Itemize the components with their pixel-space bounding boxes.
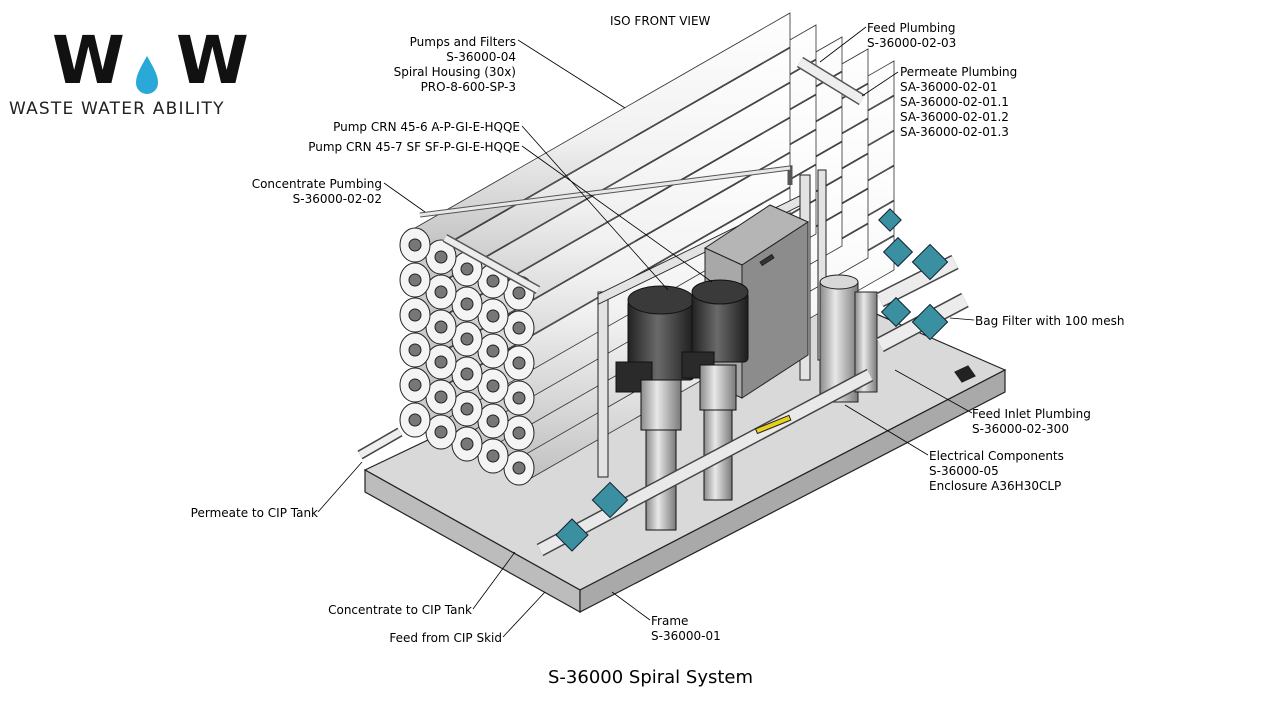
end-cap-port (512, 321, 526, 335)
permeate-to-cip-pipe (357, 427, 403, 460)
end-cap-port (486, 344, 500, 358)
end-cap-port (512, 286, 526, 300)
valve-icon (882, 236, 914, 268)
callout-permeate-to-cip: Permeate to CIP Tank (190, 506, 318, 520)
end-cap-port (434, 390, 448, 404)
end-cap-port (512, 356, 526, 370)
end-cap-port (434, 320, 448, 334)
valves (555, 208, 949, 552)
view-title: ISO FRONT VIEW (610, 14, 711, 28)
valve-icon (911, 303, 949, 341)
end-cap-port (408, 343, 422, 357)
pump-1 (615, 285, 695, 531)
valve-icon (591, 481, 629, 519)
end-cap-port (486, 274, 500, 288)
leader-lines (317, 26, 975, 638)
end-cap-port (434, 355, 448, 369)
end-cap-port (486, 309, 500, 323)
end-cap-port (486, 379, 500, 393)
end-cap-port (408, 273, 422, 287)
end-cap-port (408, 413, 422, 427)
feed-plumbing (796, 56, 866, 106)
end-cap-port (486, 449, 500, 463)
end-cap-port (408, 308, 422, 322)
valve-icon (878, 208, 902, 232)
concentrate-pipe (419, 165, 793, 294)
end-cap-port (434, 250, 448, 264)
callout-bag-filter: Bag Filter with 100 mesh (975, 314, 1125, 328)
logo-text: WASTE WATER ABILITY (9, 99, 225, 119)
drawing-caption: S-36000 Spiral System (548, 667, 754, 688)
end-cap-port (512, 461, 526, 475)
end-cap-port (408, 238, 422, 252)
svg-text:W: W (52, 28, 125, 99)
end-cap-port (460, 437, 474, 451)
end-cap-port (434, 425, 448, 439)
end-cap-port (486, 414, 500, 428)
end-cap-port (408, 378, 422, 392)
company-logo: W W (52, 28, 249, 99)
end-cap-port (460, 367, 474, 381)
callout-concentrate-to-cip: Concentrate to CIP Tank (328, 603, 472, 617)
valve-icon (555, 518, 589, 552)
svg-text:W: W (176, 28, 249, 99)
water-drop-icon (136, 56, 158, 94)
end-cap-port (460, 332, 474, 346)
end-cap-port (434, 285, 448, 299)
end-cap-port (460, 297, 474, 311)
end-cap-port (460, 402, 474, 416)
valve-icon (880, 296, 912, 328)
callout-pump-2: Pump CRN 45-7 SF SF-P-GI-E-HQQE (308, 140, 520, 154)
end-cap-port (460, 262, 474, 276)
end-cap-port (512, 426, 526, 440)
callout-feed-from-cip: Feed from CIP Skid (389, 631, 502, 645)
callout-pump-1: Pump CRN 45-6 A-P-GI-E-HQQE (333, 120, 520, 134)
valve-icon (911, 243, 949, 281)
end-cap-port (512, 391, 526, 405)
